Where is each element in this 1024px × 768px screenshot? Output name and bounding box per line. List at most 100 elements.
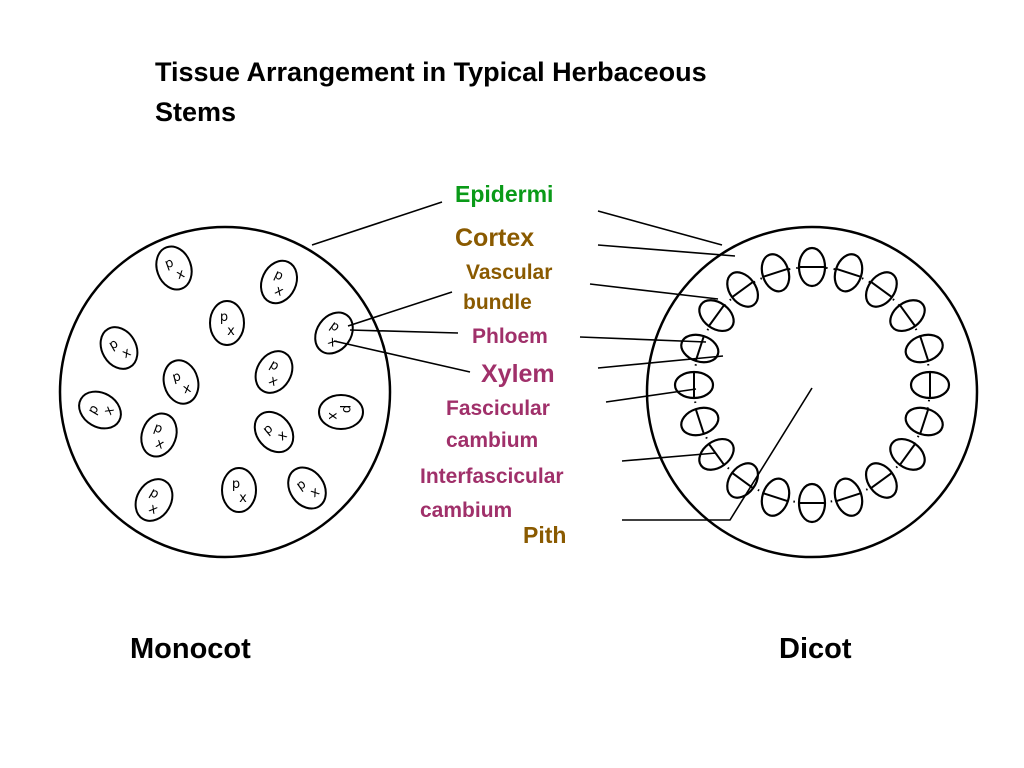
dicot-bundle bbox=[726, 271, 760, 308]
leader-phloem-dicot bbox=[579, 336, 707, 343]
label-interfascicular-cambium-line-2: cambium bbox=[420, 499, 513, 522]
bundle-outline bbox=[140, 412, 178, 458]
dicot-bundle bbox=[904, 333, 944, 364]
cambium-line bbox=[731, 472, 754, 489]
caption-dicot: Dicot bbox=[779, 633, 852, 665]
label-fascicular-cambium-line-1: Fascicular bbox=[446, 397, 550, 420]
dicot-bundle bbox=[833, 253, 864, 293]
monocot-cross-section bbox=[58, 225, 392, 559]
caption-monocot: Monocot bbox=[130, 633, 251, 665]
monocot-bundle: px bbox=[209, 300, 245, 346]
cambium-line bbox=[899, 443, 916, 466]
monocot-bundle: px bbox=[221, 467, 257, 513]
bundle-outline bbox=[134, 478, 174, 522]
slide-title: Tissue Arrangement in Typical Herbaceous… bbox=[155, 52, 915, 132]
label-vascular-bundle: Vascular bundle bbox=[463, 258, 552, 318]
leader-epidermis-dicot bbox=[597, 210, 723, 246]
phloem-letter: p bbox=[220, 310, 228, 325]
leader-lines bbox=[311, 201, 813, 521]
cambium-line bbox=[708, 443, 725, 466]
monocot-bundle: px bbox=[78, 390, 122, 430]
dicot-bundle bbox=[680, 406, 720, 437]
label-phloem: Phloem bbox=[472, 325, 548, 348]
label-interfascicular-cambium-line-1: Interfascicular bbox=[420, 465, 564, 488]
xylem-letter: x bbox=[325, 412, 340, 420]
xylem-letter: x bbox=[181, 381, 193, 398]
dicot-bundle bbox=[760, 253, 791, 293]
dicot-vascular-bundles bbox=[673, 246, 951, 524]
label-fascicular-cambium: Fascicular cambium bbox=[446, 393, 550, 457]
cambium-line bbox=[919, 408, 930, 435]
leader-vascular-bundle-dicot bbox=[589, 283, 719, 300]
dicot-bundle bbox=[864, 462, 898, 499]
dicot-bundle bbox=[698, 437, 735, 471]
leader-xylem-monocot bbox=[333, 340, 471, 373]
cambium-line bbox=[919, 335, 930, 362]
monocot-bundle: px bbox=[140, 412, 178, 458]
cambium-line bbox=[762, 267, 789, 278]
bundle-outline bbox=[221, 467, 257, 513]
leader-fascicular-cambium bbox=[605, 388, 697, 403]
leader-pith bbox=[622, 387, 813, 521]
dicot-bundle bbox=[797, 246, 827, 288]
bundle-outline bbox=[260, 259, 298, 305]
cambium-line bbox=[835, 492, 862, 503]
xylem-letter: x bbox=[227, 324, 235, 339]
phloem-letter: p bbox=[339, 405, 354, 413]
cambium-line bbox=[870, 472, 893, 489]
monocot-bundle: px bbox=[314, 311, 354, 355]
bundle-outline bbox=[155, 245, 193, 291]
bundle-outline bbox=[78, 390, 122, 430]
dicot-bundle bbox=[864, 271, 898, 308]
phloem-letter: p bbox=[171, 369, 183, 386]
dicot-bundle bbox=[889, 299, 926, 333]
dicot-bundle bbox=[760, 477, 791, 517]
cambium-line bbox=[731, 281, 754, 298]
label-xylem: Xylem bbox=[481, 360, 555, 388]
dicot-bundle bbox=[680, 333, 720, 364]
monocot-bundle: px bbox=[287, 466, 327, 510]
bundle-outline bbox=[162, 359, 200, 405]
monocot-bundle: px bbox=[253, 410, 295, 454]
bundle-outline bbox=[209, 300, 245, 346]
xylem-letter: x bbox=[239, 491, 247, 506]
leader-cortex bbox=[597, 244, 736, 257]
bundle-outline bbox=[287, 466, 327, 510]
leader-phloem-monocot bbox=[349, 329, 459, 334]
cambium-line bbox=[835, 267, 862, 278]
dicot-bundle bbox=[889, 437, 926, 471]
monocot-bundle: px bbox=[162, 359, 200, 405]
title-line-2: Stems bbox=[155, 97, 237, 127]
bundle-outline bbox=[99, 326, 139, 370]
leader-interfascicular-cambium bbox=[621, 452, 717, 462]
leader-vascular-bundle-monocot bbox=[347, 291, 453, 327]
dicot-bundle bbox=[797, 482, 827, 524]
dicot-bundle bbox=[726, 462, 760, 499]
bundle-outline bbox=[318, 394, 364, 430]
label-cortex: Cortex bbox=[455, 224, 535, 252]
dicot-bundle bbox=[833, 477, 864, 517]
dicot-cross-section bbox=[645, 225, 979, 559]
cambium-line bbox=[762, 492, 789, 503]
monocot-bundle: px bbox=[260, 259, 298, 305]
label-epidermis: Epidermi bbox=[455, 181, 554, 207]
label-vascular-bundle-line-1: Vascular bbox=[466, 261, 553, 284]
cambium-line bbox=[694, 408, 705, 435]
monocot-bundle: px bbox=[318, 394, 364, 430]
cambium-line bbox=[899, 304, 916, 327]
label-interfascicular-cambium: Interfascicular cambium bbox=[420, 460, 564, 528]
dicot-bundle bbox=[673, 370, 715, 400]
title-line-1: Tissue Arrangement in Typical Herbaceous bbox=[155, 57, 707, 87]
cambium-line bbox=[870, 281, 893, 298]
monocot-bundle: px bbox=[99, 326, 139, 370]
dicot-bundle bbox=[698, 299, 735, 333]
cambium-line bbox=[694, 335, 705, 362]
phloem-letter: p bbox=[232, 477, 240, 492]
bundle-outline bbox=[254, 350, 294, 394]
monocot-bundle: px bbox=[155, 245, 193, 291]
monocot-bundle: px bbox=[254, 350, 294, 394]
monocot-bundle: px bbox=[134, 478, 174, 522]
dicot-bundle bbox=[909, 370, 951, 400]
leader-xylem-dicot bbox=[597, 355, 724, 369]
